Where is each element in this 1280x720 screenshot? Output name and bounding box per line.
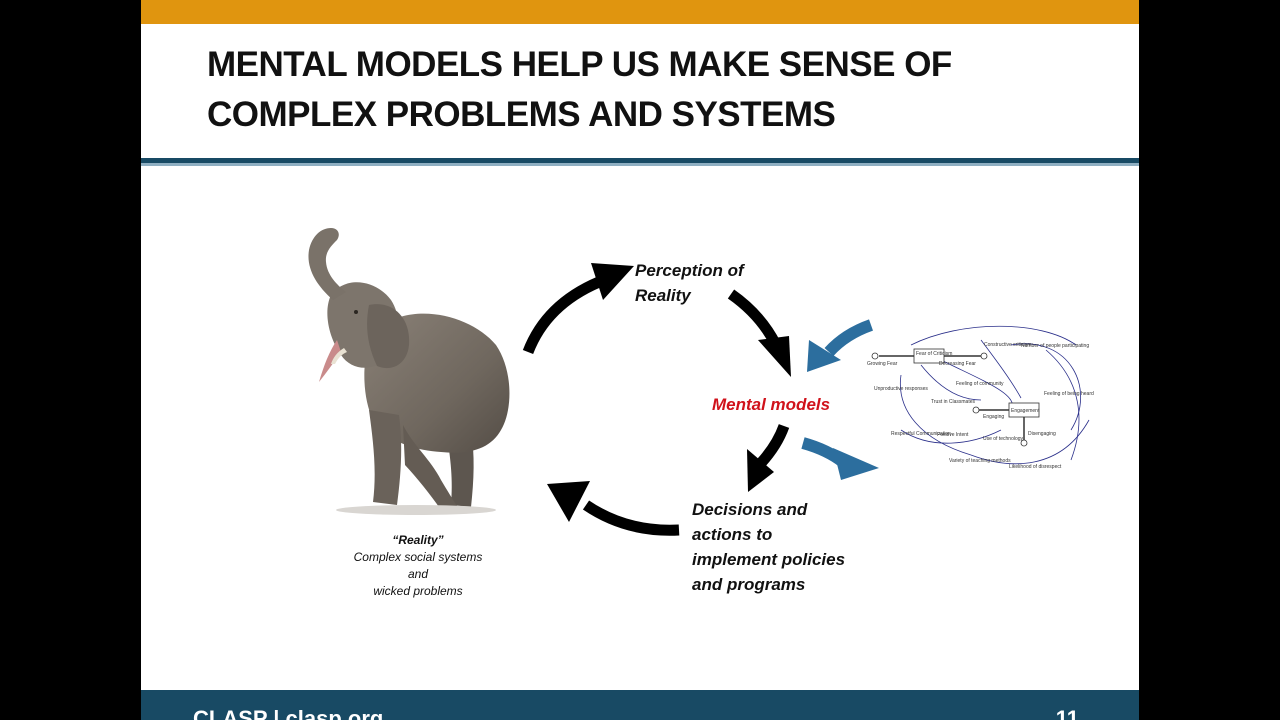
node-technology: Use of technology [983, 436, 1024, 442]
elephant-icon [308, 228, 510, 515]
node-disrespect: Likelihood of disrespect [1009, 464, 1062, 470]
arrow-to-decisions [756, 424, 790, 467]
node-feeling-heard: Feeling of being heard [1044, 391, 1094, 397]
footer-bar: CLASP | clasp.org 11 [141, 690, 1139, 720]
perception-line-2: Reality [635, 286, 691, 305]
node-engagement: Engagement [1011, 408, 1040, 414]
decisions-line-4: and programs [692, 575, 806, 594]
blue-arrow-in [824, 319, 874, 357]
slide-title: MENTAL MODELS HELP US MAKE SENSE OF COMP… [207, 40, 1107, 140]
title-divider-light [141, 163, 1139, 166]
decisions-line-3: implement policies [692, 550, 846, 569]
node-decreasing-fear: Decreasing Fear [939, 361, 976, 367]
node-participating: Number of people participating [1021, 343, 1089, 349]
node-fear: Fear of Criticism [916, 351, 952, 357]
node-unproductive: Unproductive responses [874, 386, 928, 392]
caption-heading: “Reality” [392, 533, 444, 547]
cycle-diagram [522, 263, 879, 536]
node-disengaging: Disengaging [1028, 431, 1056, 437]
node-growing-fear: Growing Fear [867, 361, 898, 367]
perception-label: Perception of Reality [635, 258, 795, 308]
caption-line-2: and [407, 567, 429, 581]
node-variety: Variety of teaching methods [949, 458, 1011, 464]
caption-line-1: Complex social systems [353, 550, 483, 564]
reality-caption: “Reality” Complex social systems and wic… [331, 532, 505, 600]
caption-line-3: wicked problems [373, 584, 463, 598]
top-accent-bar [141, 0, 1139, 24]
arrow-to-reality [582, 500, 680, 536]
title-line-1: MENTAL MODELS HELP US MAKE SENSE OF [207, 45, 952, 84]
perception-line-1: Perception of [635, 261, 744, 280]
footer-brand: CLASP | clasp.org [193, 706, 384, 720]
decisions-line-2: actions to [692, 525, 773, 544]
decisions-line-1: Decisions and [692, 500, 808, 519]
node-trust: Trust in Classmates [931, 399, 975, 405]
slide: MENTAL MODELS HELP US MAKE SENSE OF COMP… [141, 0, 1139, 720]
decisions-label: Decisions and actions to implement polic… [692, 497, 892, 597]
node-engaging: Engaging [983, 414, 1004, 420]
mental-models-label: Mental models [712, 395, 831, 414]
page-number: 11 [1055, 706, 1079, 720]
node-respectful: Respectful Communication [891, 431, 951, 437]
node-constructive: Constructive criticism [984, 342, 1031, 348]
title-line-2: COMPLEX PROBLEMS AND SYSTEMS [207, 95, 836, 134]
node-positive: Positive Intent [937, 432, 969, 438]
node-feeling-community: Feeling of community [956, 381, 1004, 387]
title-divider [141, 158, 1139, 163]
arrow-to-perception [522, 276, 602, 355]
system-map: Fear of Criticism Growing Fear Decreasin… [867, 325, 1094, 470]
